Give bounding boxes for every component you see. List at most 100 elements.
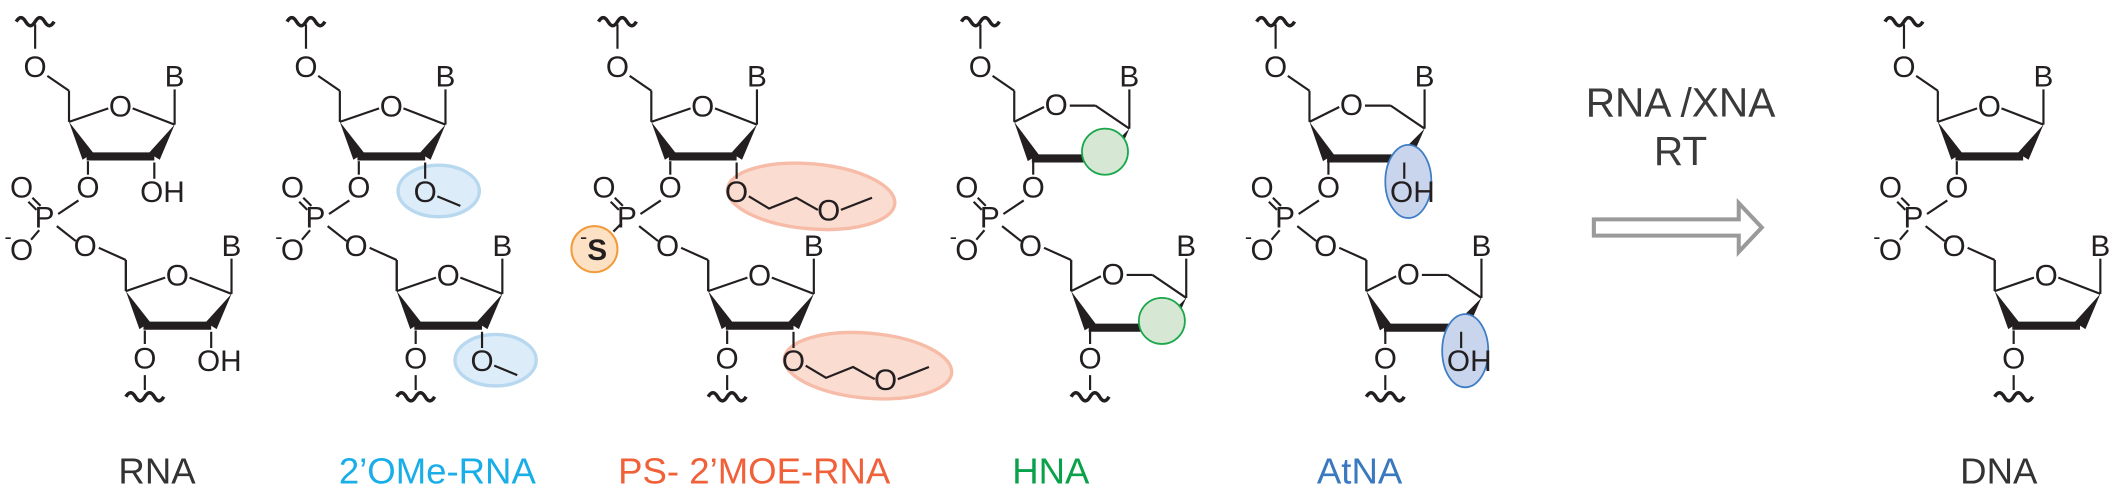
bond <box>1900 196 1911 207</box>
bond <box>639 199 662 215</box>
charge-label: - <box>1873 224 1880 249</box>
wedge-bond <box>476 293 503 330</box>
label-ps-2moe-rna: PS- 2’MOE-RNA <box>618 450 891 491</box>
3-oxygen-label: O <box>1374 342 1397 375</box>
wedge-bond <box>396 291 422 330</box>
bond <box>1924 225 1946 242</box>
bridging-oxygen-label: O <box>1314 230 1337 263</box>
bond <box>98 246 127 261</box>
bond <box>1365 275 1397 293</box>
bond <box>1994 276 2035 293</box>
bond <box>714 107 758 126</box>
bond <box>2001 107 2044 126</box>
phosphoryl-oxygen-label: O <box>592 172 615 205</box>
bond <box>771 276 815 295</box>
ring-oxygen: O <box>166 260 189 293</box>
bond <box>1268 201 1278 211</box>
bond <box>189 276 232 295</box>
bond <box>680 246 709 261</box>
bond <box>403 107 446 126</box>
wedge-bond <box>788 293 814 330</box>
2-oxygen-label: O <box>470 345 493 378</box>
ring-oxygen: O <box>1102 258 1125 291</box>
2-hydroxyl-highlight <box>1384 144 1433 219</box>
ether-oxygen-label: O <box>874 364 897 397</box>
base-label: B <box>1119 61 1139 94</box>
chain-continuation-icon <box>14 15 56 28</box>
charge-label: - <box>950 224 957 249</box>
2-hydroxyl-label: OH <box>197 345 242 378</box>
bond <box>707 276 748 293</box>
ring-oxygen: O <box>109 90 132 123</box>
phosphorus-label: P <box>1275 202 1295 235</box>
2-position-highlight <box>1137 297 1186 345</box>
3-oxygen-label: O <box>133 342 156 375</box>
phosphorus-label: P <box>306 202 326 235</box>
ethylene-bond <box>748 195 819 211</box>
bond <box>1338 246 1367 261</box>
bond <box>1967 246 1996 261</box>
bond <box>56 225 77 242</box>
3-oxygen-label: O <box>1317 172 1340 205</box>
chain-continuation-icon <box>395 391 437 403</box>
bond <box>638 225 659 242</box>
bond <box>1926 199 1948 215</box>
bond <box>1094 104 1130 130</box>
label-dna: DNA <box>1960 450 2038 491</box>
bond <box>31 196 42 207</box>
bond <box>1272 196 1282 207</box>
base-label: B <box>436 61 456 94</box>
ethylene-bond <box>805 364 876 381</box>
wedge-bond <box>708 291 733 330</box>
2-hydroxyl-highlight <box>1441 313 1490 389</box>
bond <box>302 196 313 207</box>
wedge-bond <box>1014 121 1039 162</box>
bond <box>57 199 80 215</box>
charge-label: - <box>275 224 282 249</box>
bond <box>1899 229 1909 241</box>
anionic-oxygen-label: O <box>955 234 978 267</box>
bond <box>975 229 986 241</box>
anionic-oxygen-label: O <box>10 234 33 267</box>
3-oxygen-label: O <box>1022 172 1045 205</box>
ring-oxygen: O <box>1397 258 1420 291</box>
wedge-bond <box>1366 291 1391 331</box>
3-oxygen-label: O <box>659 172 682 205</box>
chain-continuation-icon <box>959 15 1001 28</box>
bond <box>613 196 624 207</box>
sugar-ring: OB <box>1070 230 1196 345</box>
bond <box>301 229 311 241</box>
base-label: B <box>222 230 242 263</box>
bond <box>317 74 341 92</box>
phosphorus-label: P <box>1904 202 1924 235</box>
label-atna: AtNA <box>1317 450 1403 491</box>
base-label: B <box>165 61 185 94</box>
bond <box>1001 225 1022 242</box>
ether-oxygen-label: O <box>817 195 840 228</box>
reaction-label-enzymes: RNA /XNA <box>1586 79 1776 125</box>
chain-continuation-icon <box>285 15 327 28</box>
reaction-step: RNA /XNA RT <box>1586 79 1776 257</box>
phosphoryl-oxygen-label: O <box>10 172 33 205</box>
base-label: B <box>1415 61 1435 94</box>
bridging-oxygen-label: O <box>1942 230 1965 263</box>
wedge-bond <box>339 121 365 160</box>
3-oxygen-label: O <box>76 172 99 205</box>
bond <box>30 229 41 241</box>
bond <box>459 276 503 295</box>
wedge-bond <box>1937 121 1963 160</box>
wedge-bond <box>205 293 232 330</box>
bond <box>840 196 873 211</box>
anionic-oxygen-label: O <box>281 234 304 267</box>
sugar-ring: OBO <box>395 230 538 388</box>
charge-label: - <box>4 224 11 249</box>
sugar-ring: OB <box>1936 61 2053 175</box>
bond <box>328 199 350 215</box>
bond <box>125 276 166 293</box>
